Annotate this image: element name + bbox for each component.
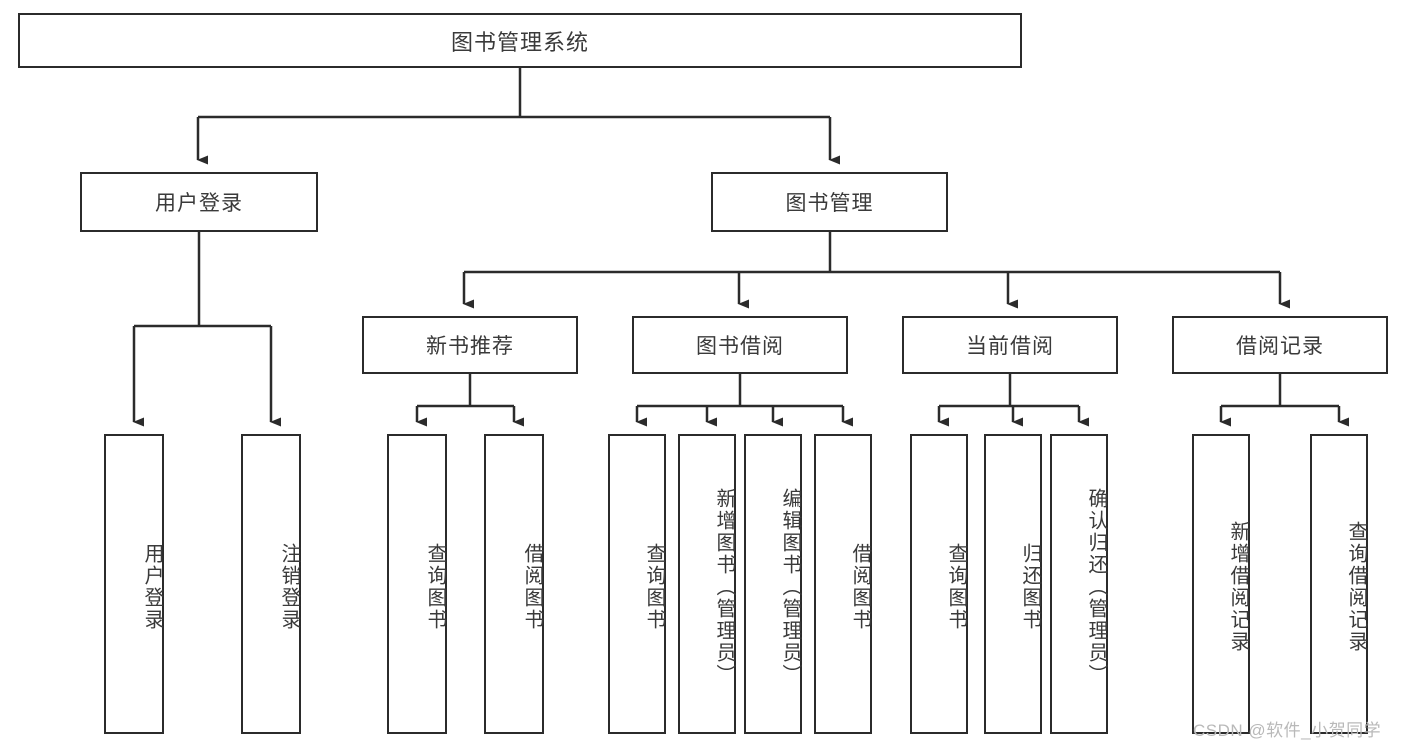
node-label: 新增图书（管理员） bbox=[713, 488, 735, 686]
node-leaf-query-borrow-record[interactable]: 查询借阅记录 bbox=[1310, 434, 1368, 734]
node-leaf-return-book[interactable]: 归还图书 bbox=[984, 434, 1042, 734]
node-label: 借阅记录 bbox=[1236, 335, 1324, 358]
node-label: 图书管理系统 bbox=[450, 29, 589, 55]
node-book-borrow[interactable]: 图书借阅 bbox=[632, 316, 848, 374]
node-leaf-borrow-book[interactable]: 借阅图书 bbox=[814, 434, 872, 734]
node-borrow-record[interactable]: 借阅记录 bbox=[1172, 316, 1388, 374]
node-leaf-confirm-return-admin[interactable]: 确认归还（管理员） bbox=[1050, 434, 1108, 734]
node-leaf-query-book-borrow[interactable]: 查询图书 bbox=[608, 434, 666, 734]
node-label: 注销登录 bbox=[278, 543, 300, 631]
node-label: 图书借阅 bbox=[696, 335, 784, 358]
node-label: 查询图书 bbox=[424, 543, 446, 631]
node-label: 确认归还（管理员） bbox=[1085, 488, 1107, 686]
node-label: 借阅图书 bbox=[521, 543, 543, 631]
node-label: 用户登录 bbox=[141, 543, 163, 631]
node-label: 当前借阅 bbox=[966, 335, 1054, 358]
node-book-manage[interactable]: 图书管理 bbox=[711, 172, 948, 232]
watermark-text: CSDN @软件_小贺同学 bbox=[1193, 721, 1382, 740]
node-current-borrow[interactable]: 当前借阅 bbox=[902, 316, 1118, 374]
node-label: 新书推荐 bbox=[426, 335, 514, 358]
node-leaf-edit-book-admin[interactable]: 编辑图书（管理员） bbox=[744, 434, 802, 734]
node-label: 图书管理 bbox=[785, 192, 874, 215]
node-leaf-borrow-book-recommend[interactable]: 借阅图书 bbox=[484, 434, 544, 734]
node-label: 新增借阅记录 bbox=[1227, 521, 1249, 653]
node-leaf-logout-login[interactable]: 注销登录 bbox=[241, 434, 301, 734]
node-root-system[interactable]: 图书管理系统 bbox=[18, 13, 1022, 68]
node-new-book-recommend[interactable]: 新书推荐 bbox=[362, 316, 578, 374]
node-label: 借阅图书 bbox=[849, 543, 871, 631]
node-leaf-user-login[interactable]: 用户登录 bbox=[104, 434, 164, 734]
node-label: 用户登录 bbox=[155, 192, 243, 215]
node-leaf-add-book-admin[interactable]: 新增图书（管理员） bbox=[678, 434, 736, 734]
node-leaf-query-book-current[interactable]: 查询图书 bbox=[910, 434, 968, 734]
node-label: 查询图书 bbox=[643, 543, 665, 631]
node-leaf-add-borrow-record[interactable]: 新增借阅记录 bbox=[1192, 434, 1250, 734]
node-user-login[interactable]: 用户登录 bbox=[80, 172, 318, 232]
node-label: 归还图书 bbox=[1019, 543, 1041, 631]
node-label: 编辑图书（管理员） bbox=[779, 488, 801, 686]
node-leaf-query-book-recommend[interactable]: 查询图书 bbox=[387, 434, 447, 734]
node-label: 查询借阅记录 bbox=[1345, 521, 1367, 653]
node-label: 查询图书 bbox=[945, 543, 967, 631]
